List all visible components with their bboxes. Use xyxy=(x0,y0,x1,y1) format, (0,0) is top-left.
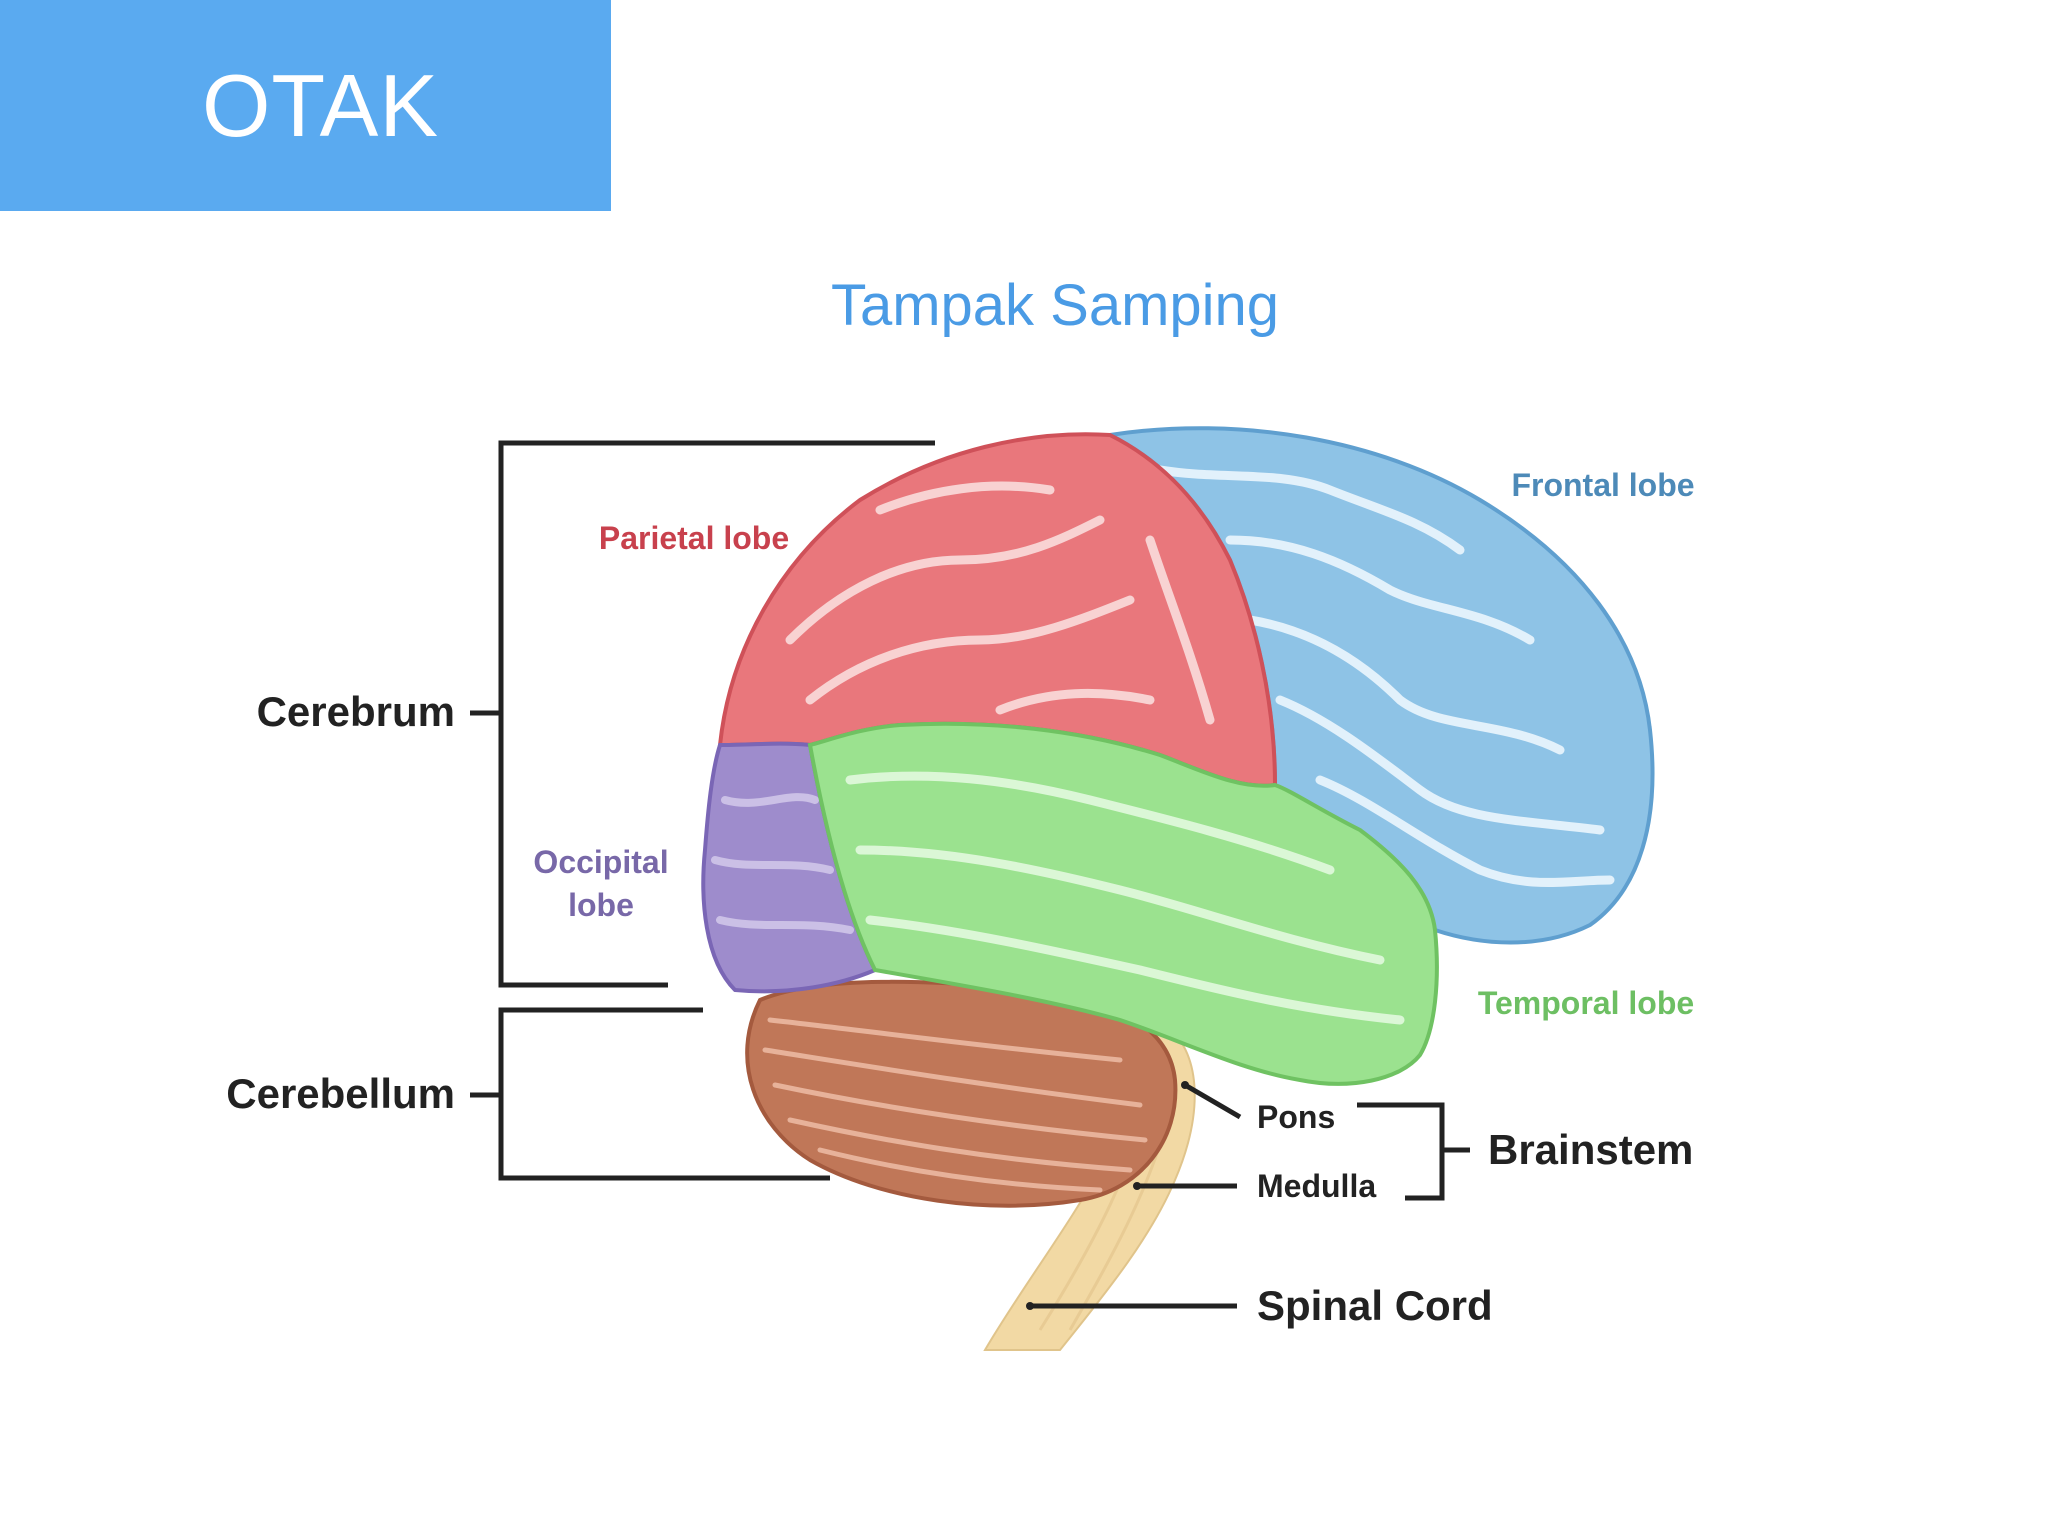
occipital-lobe-label-line1: Occipital xyxy=(533,844,668,880)
occipital-lobe-folds xyxy=(711,793,854,934)
diagram-subtitle: Tampak Samping xyxy=(830,273,1280,338)
cerebellum-bracket xyxy=(470,1007,830,1181)
pons-pointer-dot xyxy=(1181,1081,1189,1089)
cerebrum-bracket xyxy=(470,440,935,988)
brainstem-bracket xyxy=(1357,1102,1470,1201)
brainstem-label: Brainstem xyxy=(1488,1126,1693,1173)
spinal-cord-pointer-dot xyxy=(1026,1302,1034,1310)
frontal-lobe-label: Frontal lobe xyxy=(1511,467,1694,503)
parietal-lobe-label: Parietal lobe xyxy=(599,520,789,556)
occipital-lobe-label-line2: lobe xyxy=(568,887,634,923)
pons-pointer xyxy=(1183,1082,1242,1120)
cerebellum-label: Cerebellum xyxy=(226,1070,455,1117)
temporal-lobe-folds xyxy=(845,771,1405,1025)
pons-label: Pons xyxy=(1257,1099,1335,1135)
temporal-lobe-shape xyxy=(807,721,1439,1086)
title-banner: OTAK xyxy=(0,0,611,211)
temporal-lobe-label: Temporal lobe xyxy=(1478,985,1694,1021)
medulla-pointer-dot xyxy=(1133,1182,1141,1190)
spinal-cord-label: Spinal Cord xyxy=(1257,1282,1493,1329)
medulla-label: Medulla xyxy=(1257,1168,1376,1204)
cerebrum-label: Cerebrum xyxy=(257,688,455,735)
cerebellum-folds xyxy=(762,1017,1148,1193)
frontal-lobe-folds xyxy=(1155,465,1615,887)
page-title: OTAK xyxy=(201,55,440,155)
parietal-lobe-folds xyxy=(785,481,1215,725)
